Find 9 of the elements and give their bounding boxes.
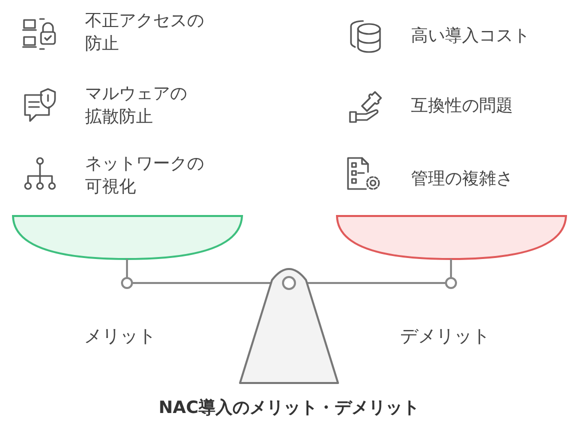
- item-text: 互換性の問題: [411, 95, 514, 118]
- title: NAC導入のメリット・デメリット: [158, 397, 420, 420]
- side-label: デメリット: [400, 325, 490, 349]
- item-text: 管理の複雑さ: [411, 168, 514, 191]
- item-text: 高い導入コスト: [411, 25, 531, 48]
- item-text: マルウェアの拡散防止: [85, 83, 188, 129]
- side-label: メリット: [84, 325, 156, 349]
- item-text: 不正アクセスの防止: [85, 10, 205, 56]
- item-text: ネットワークの可視化: [85, 153, 205, 199]
